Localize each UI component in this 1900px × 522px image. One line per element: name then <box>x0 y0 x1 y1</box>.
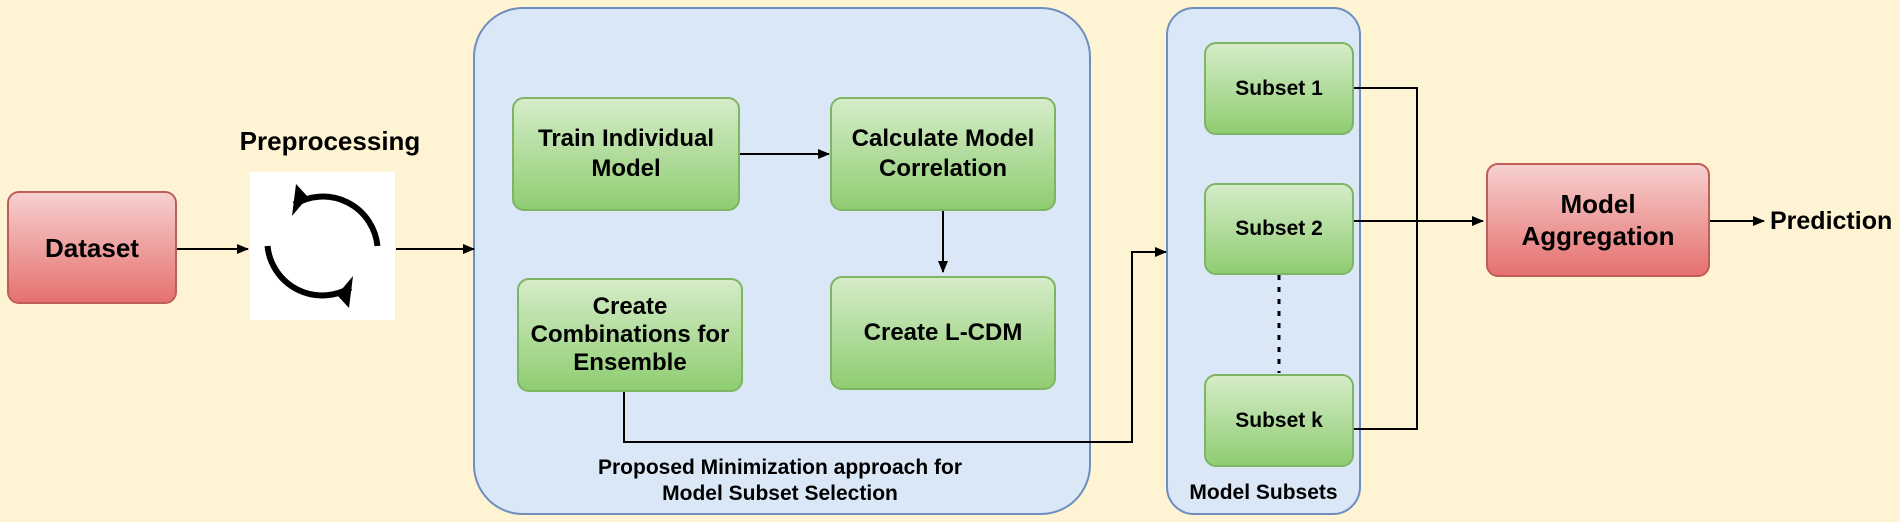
dataset-node: Dataset <box>7 191 177 304</box>
model-subsets-group-label: Model Subsets <box>1189 481 1338 504</box>
minimization-group-label: Proposed Minimization approach for Model… <box>597 456 963 505</box>
prediction-label: Prediction <box>1770 207 1893 235</box>
subset-1-node: Subset 1 <box>1204 42 1354 135</box>
subset-k-node: Subset k <box>1204 374 1354 467</box>
train-individual-model-node: Train Individual Model <box>512 97 740 211</box>
model-aggregation-node: Model Aggregation <box>1486 163 1710 277</box>
minimization-group <box>473 7 1091 515</box>
edge-subset1-merge <box>1352 87 1418 430</box>
subset-2-node: Subset 2 <box>1204 183 1354 275</box>
create-combinations-node: Create Combinations for Ensemble <box>517 278 743 392</box>
edge-combinations-subsets <box>623 247 1167 443</box>
create-lcdm-node: Create L-CDM <box>830 276 1056 390</box>
calculate-model-correlation-node: Calculate Model Correlation <box>830 97 1056 211</box>
preprocessing-label: Preprocessing <box>239 126 421 156</box>
refresh-cycle-icon <box>250 172 395 320</box>
